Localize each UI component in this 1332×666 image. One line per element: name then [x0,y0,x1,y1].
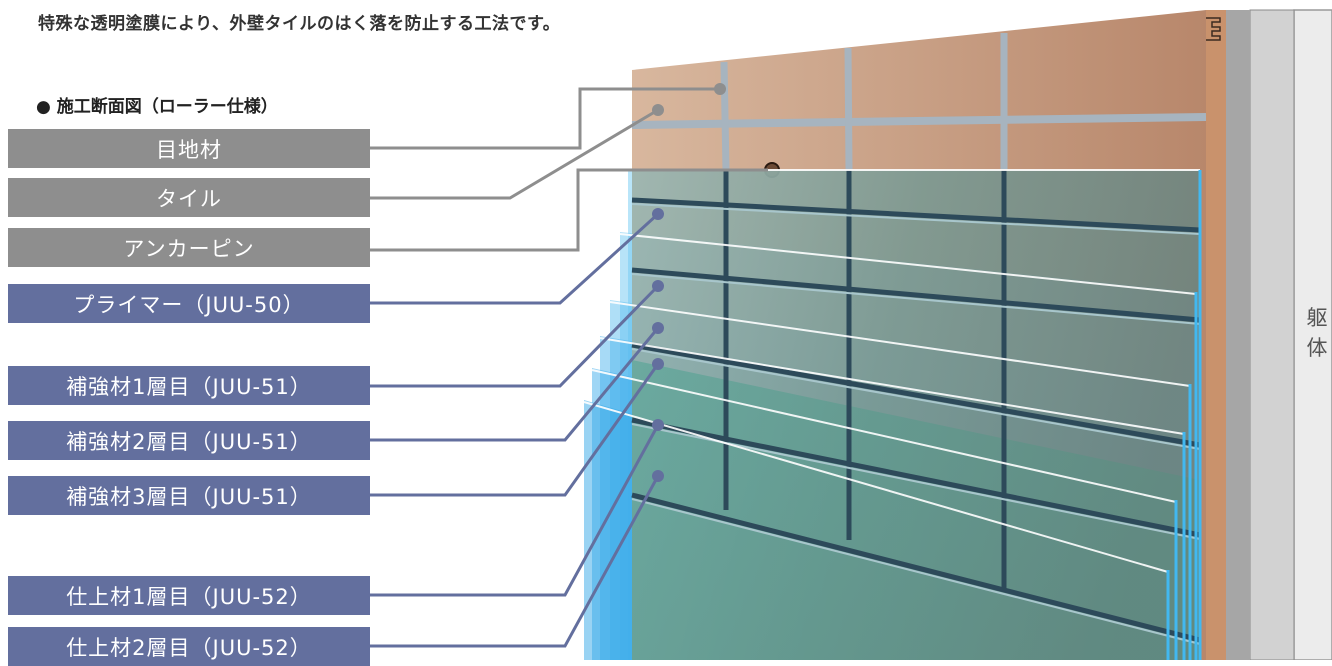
label-primer: プライマー（JUU-50） [8,284,370,323]
tile-back-ridges [1206,10,1226,660]
joint-vertical [844,47,853,171]
tile-back-ridge-pattern [1206,17,1221,41]
leader-dots-blue [652,208,664,482]
coated-tile-lower [632,360,1200,660]
label-finish-1: 仕上材1層目（JUU-52） [8,576,370,615]
intro-text: 特殊な透明塗膜により、外壁タイルのはく落を防止する工法です。 [38,14,561,34]
layer-side-edges [1166,170,1202,660]
label-reinforcement-1: 補強材1層目（JUU-51） [8,366,370,405]
joint-vertical [720,61,730,171]
leader-dots-gray [652,83,726,116]
coated-joint-grid [631,170,1201,643]
leader-lines-gray [370,87,768,252]
label-anchor-pin: アンカーピン [8,228,370,267]
label-reinforcement-2: 補強材2層目（JUU-51） [8,421,370,460]
leader-lines-blue [370,212,660,648]
label-reinforcement-3: 補強材3層目（JUU-51） [8,476,370,515]
adhesive-layer [1226,10,1250,660]
structure-label: 躯体 [1306,306,1328,360]
section-title: ● 施工断面図（ローラー仕様） [36,97,278,117]
label-joint-material: 目地材 [8,129,370,168]
base-mortar-layer [1249,9,1295,660]
layer-edges [583,169,1200,573]
label-tile: タイル [8,178,370,217]
